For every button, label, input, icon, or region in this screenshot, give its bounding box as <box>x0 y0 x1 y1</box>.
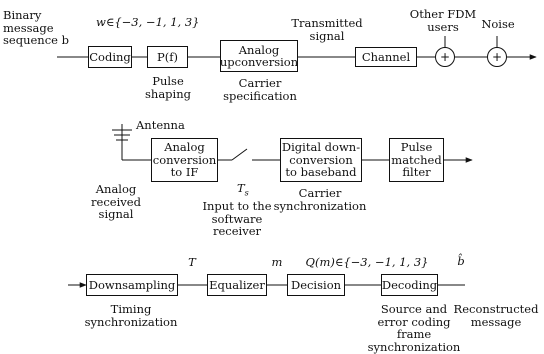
transmitted-signal-label: Transmitted signal <box>291 16 363 43</box>
reconstructed-message-label: Reconstructed message <box>453 302 539 329</box>
other-fdm-users-label: Other FDM users <box>409 7 477 34</box>
symbol-period-label: T <box>188 255 196 269</box>
sampling-period-label: Ts <box>237 181 249 198</box>
estimated-message-label: b̂ <box>457 254 465 268</box>
pulse-shaping-block: P(f) <box>147 46 188 68</box>
downsampling-block: Downsampling <box>86 274 178 296</box>
analog-upconversion-block: Analog upconversion <box>220 40 298 72</box>
pulse-shaping-caption: Pulse shaping <box>145 74 191 101</box>
quantizer-alphabet-label: Q(m)∈{−3, −1, 1, 3} <box>305 255 429 269</box>
timing-synchronization-label: Timing synchronization <box>84 302 178 329</box>
equalizer-block: Equalizer <box>207 274 267 296</box>
soft-decision-m-label: m <box>271 255 283 269</box>
noise-label: Noise <box>481 17 515 31</box>
symbol-alphabet-label: w∈{−3, −1, 1, 3} <box>96 15 200 29</box>
pulse-matched-filter-block: Pulse matched filter <box>389 138 444 182</box>
carrier-specification-label: Carrier specification <box>223 76 297 103</box>
block-diagram: Binary message sequence b w∈{−3, −1, 1, … <box>3 7 539 353</box>
signal-wires <box>57 36 537 288</box>
sum-junction-users: + <box>435 47 455 67</box>
carrier-synchronization-label: Carrier synchronization <box>273 186 367 213</box>
input-software-receiver-label: Input to the software receiver <box>202 199 272 238</box>
coding-block: Coding <box>88 46 132 68</box>
decision-block: Decision <box>287 274 345 296</box>
analog-conversion-block: Analog conversion to IF <box>151 138 218 182</box>
input-message-label: Binary message sequence b <box>3 8 69 47</box>
analog-received-signal-label: Analog received signal <box>91 182 141 221</box>
digital-downconversion-block: Digital down- conversion to baseband <box>280 138 362 182</box>
decoding-block: Decoding <box>381 274 438 296</box>
sampling-switch <box>231 148 248 161</box>
channel-block: Channel <box>355 47 417 67</box>
sum-junction-noise: + <box>487 47 507 67</box>
antenna-label: Antenna <box>136 118 185 132</box>
